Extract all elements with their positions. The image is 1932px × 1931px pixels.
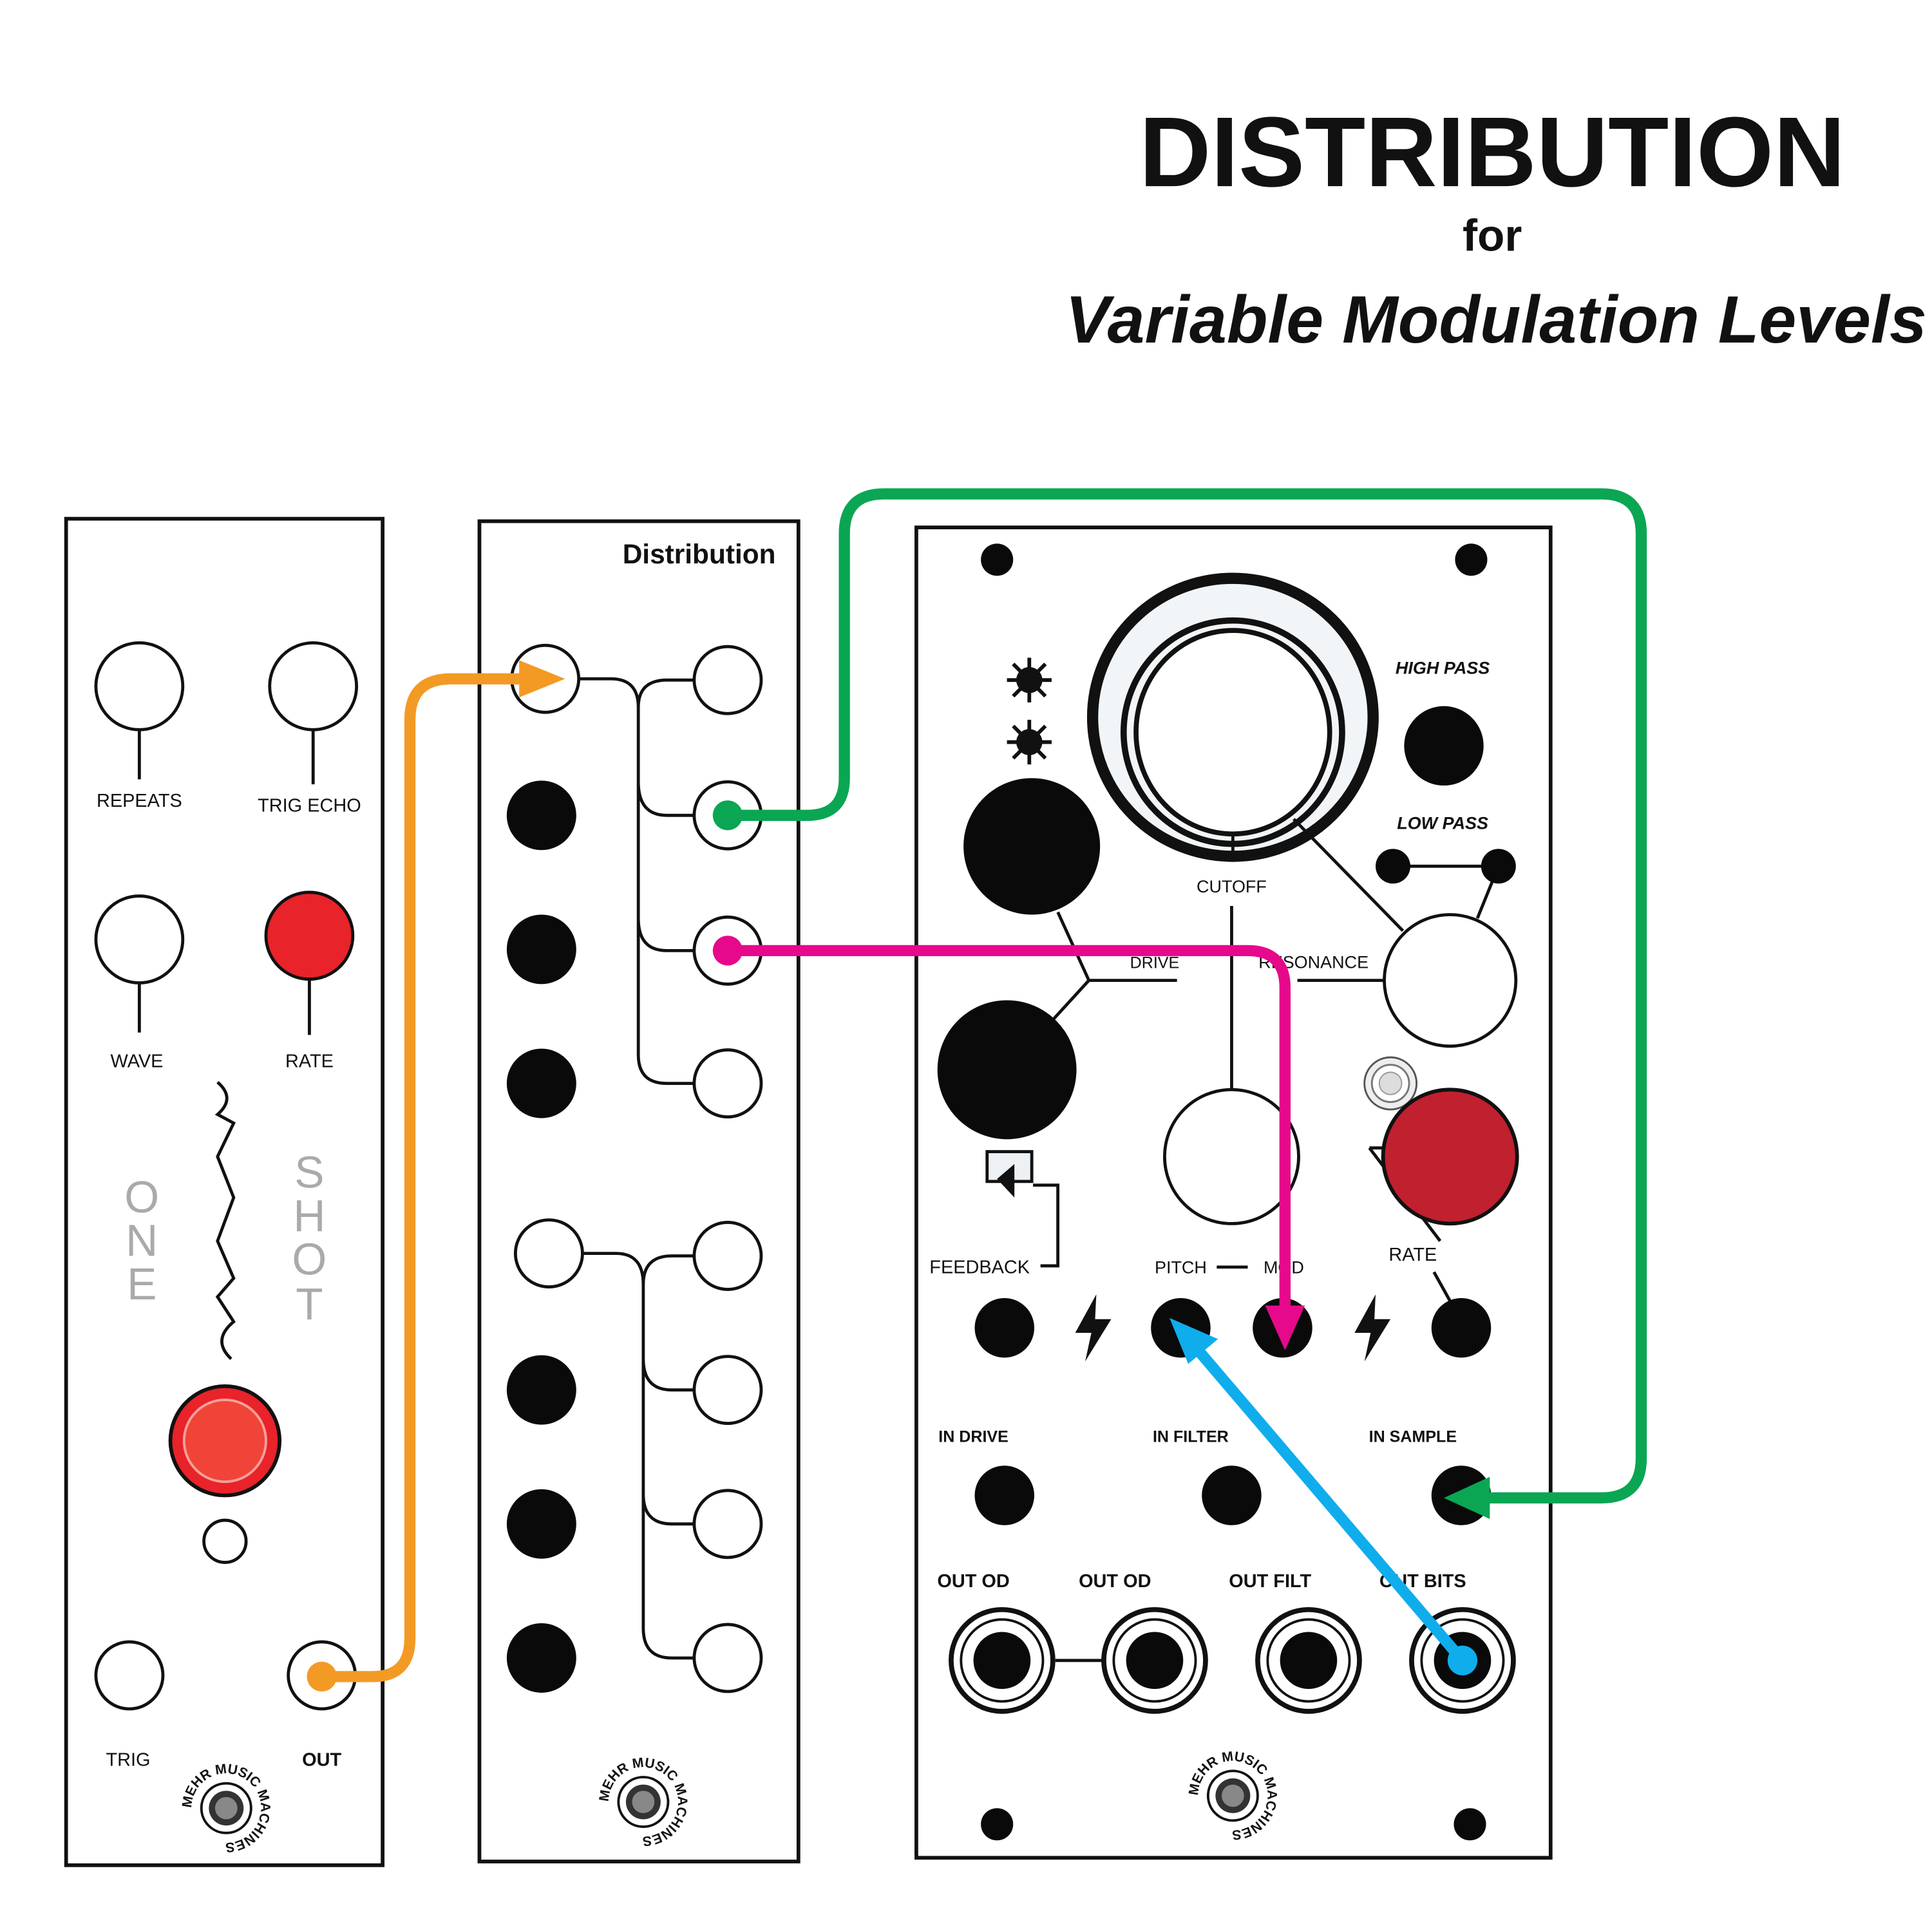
label-out-od: OUT OD	[937, 1571, 1009, 1592]
led-indicator	[1363, 1056, 1418, 1111]
level-knob[interactable]	[506, 914, 576, 984]
waveform-icon	[214, 1080, 236, 1361]
wave-knob[interactable]	[94, 894, 185, 984]
rate-knob[interactable]	[264, 890, 355, 981]
output-jack[interactable]	[692, 1221, 763, 1291]
label-trig: TRIG	[106, 1750, 150, 1771]
rate-knob[interactable]	[1381, 1088, 1519, 1226]
label-wave: WAVE	[111, 1051, 164, 1072]
screw	[1454, 1808, 1486, 1841]
vertical-letter: H	[293, 1191, 325, 1241]
cable-orange[interactable]	[307, 660, 565, 1692]
out-od-jack[interactable]	[949, 1606, 1056, 1714]
label-rate: RATE	[1388, 1245, 1437, 1265]
level-knob[interactable]	[506, 1489, 576, 1559]
cable-blue[interactable]	[1170, 1317, 1478, 1675]
module-title: Distribution	[623, 539, 776, 569]
label-rate: RATE	[285, 1051, 334, 1072]
lightning-icon	[1354, 1294, 1391, 1362]
resonance-knob[interactable]	[1383, 913, 1518, 1048]
label-out: OUT	[302, 1750, 341, 1771]
vertical-letter: O	[124, 1172, 159, 1222]
repeats-knob[interactable]	[94, 641, 185, 731]
label-pitch: PITCH	[1155, 1258, 1207, 1277]
vertical-letter: E	[127, 1259, 156, 1309]
switch-dot[interactable]	[1481, 849, 1516, 884]
title-subtitle: Variable Modulation Levels	[1065, 283, 1927, 357]
vertical-letter: S	[294, 1147, 324, 1198]
vertical-letter: N	[126, 1216, 158, 1266]
output-jack[interactable]	[692, 645, 763, 715]
label-feedback: FEEDBACK	[929, 1257, 1030, 1277]
output-jack[interactable]	[692, 1489, 763, 1559]
switch-dot[interactable]	[1376, 849, 1411, 884]
title-main: DISTRIBUTION	[1139, 96, 1845, 207]
label-in-sample: IN SAMPLE	[1369, 1428, 1457, 1446]
vertical-letter: T	[296, 1279, 323, 1329]
led	[202, 1518, 248, 1564]
label-out-od: OUT OD	[1079, 1571, 1151, 1592]
level-knob[interactable]	[506, 1623, 576, 1693]
pitch-knob[interactable]	[1162, 1088, 1300, 1225]
rate-jack[interactable]	[1431, 1298, 1492, 1358]
module-one-shot: REPEATS TRIG ECHO WAVE RATE O N E S H O …	[64, 516, 385, 1867]
level-knob[interactable]	[506, 1355, 576, 1425]
drive-knob[interactable]	[963, 778, 1101, 915]
output-jack[interactable]	[692, 1623, 763, 1693]
label-low-pass: LOW PASS	[1397, 813, 1488, 833]
label-in-drive: IN DRIVE	[938, 1428, 1009, 1446]
lightning-icon	[1075, 1294, 1112, 1362]
module-distribution: Distribution MEHR MUSIC MACHINES	[477, 519, 800, 1863]
title-for: for	[1463, 210, 1522, 260]
in-drive-jack[interactable]	[974, 1465, 1035, 1525]
output-jack[interactable]	[692, 1048, 763, 1119]
label-high-pass: HIGH PASS	[1396, 659, 1490, 678]
label-repeats: REPEATS	[97, 791, 182, 811]
sun-icon	[1007, 657, 1052, 765]
jack[interactable]	[974, 1298, 1035, 1358]
screw	[981, 543, 1014, 576]
out-filt-jack[interactable]	[1255, 1606, 1362, 1714]
label-trig-echo: TRIG ECHO	[258, 796, 361, 816]
out-od-jack[interactable]	[1101, 1606, 1208, 1714]
screw	[981, 1808, 1014, 1841]
label-drive: DRIVE	[1130, 954, 1180, 972]
label-in-filter: IN FILTER	[1153, 1428, 1229, 1446]
vertical-letter: O	[292, 1234, 327, 1284]
level-knob[interactable]	[506, 1048, 576, 1118]
high-pass-jack[interactable]	[1404, 706, 1484, 786]
level-knob[interactable]	[506, 780, 576, 851]
in-filter-jack[interactable]	[1202, 1465, 1262, 1525]
trig-jack[interactable]	[94, 1640, 165, 1711]
label-cutoff: CUTOFF	[1197, 877, 1267, 896]
label-out-filt: OUT FILT	[1229, 1571, 1311, 1592]
input-jack[interactable]	[513, 1218, 584, 1289]
feedback-knob[interactable]	[937, 1000, 1077, 1140]
cable-magenta[interactable]	[712, 936, 1305, 1350]
trig-echo-knob[interactable]	[268, 641, 359, 731]
screw	[1455, 543, 1488, 576]
cable-green[interactable]	[712, 488, 1647, 1520]
output-jack[interactable]	[692, 1355, 763, 1426]
